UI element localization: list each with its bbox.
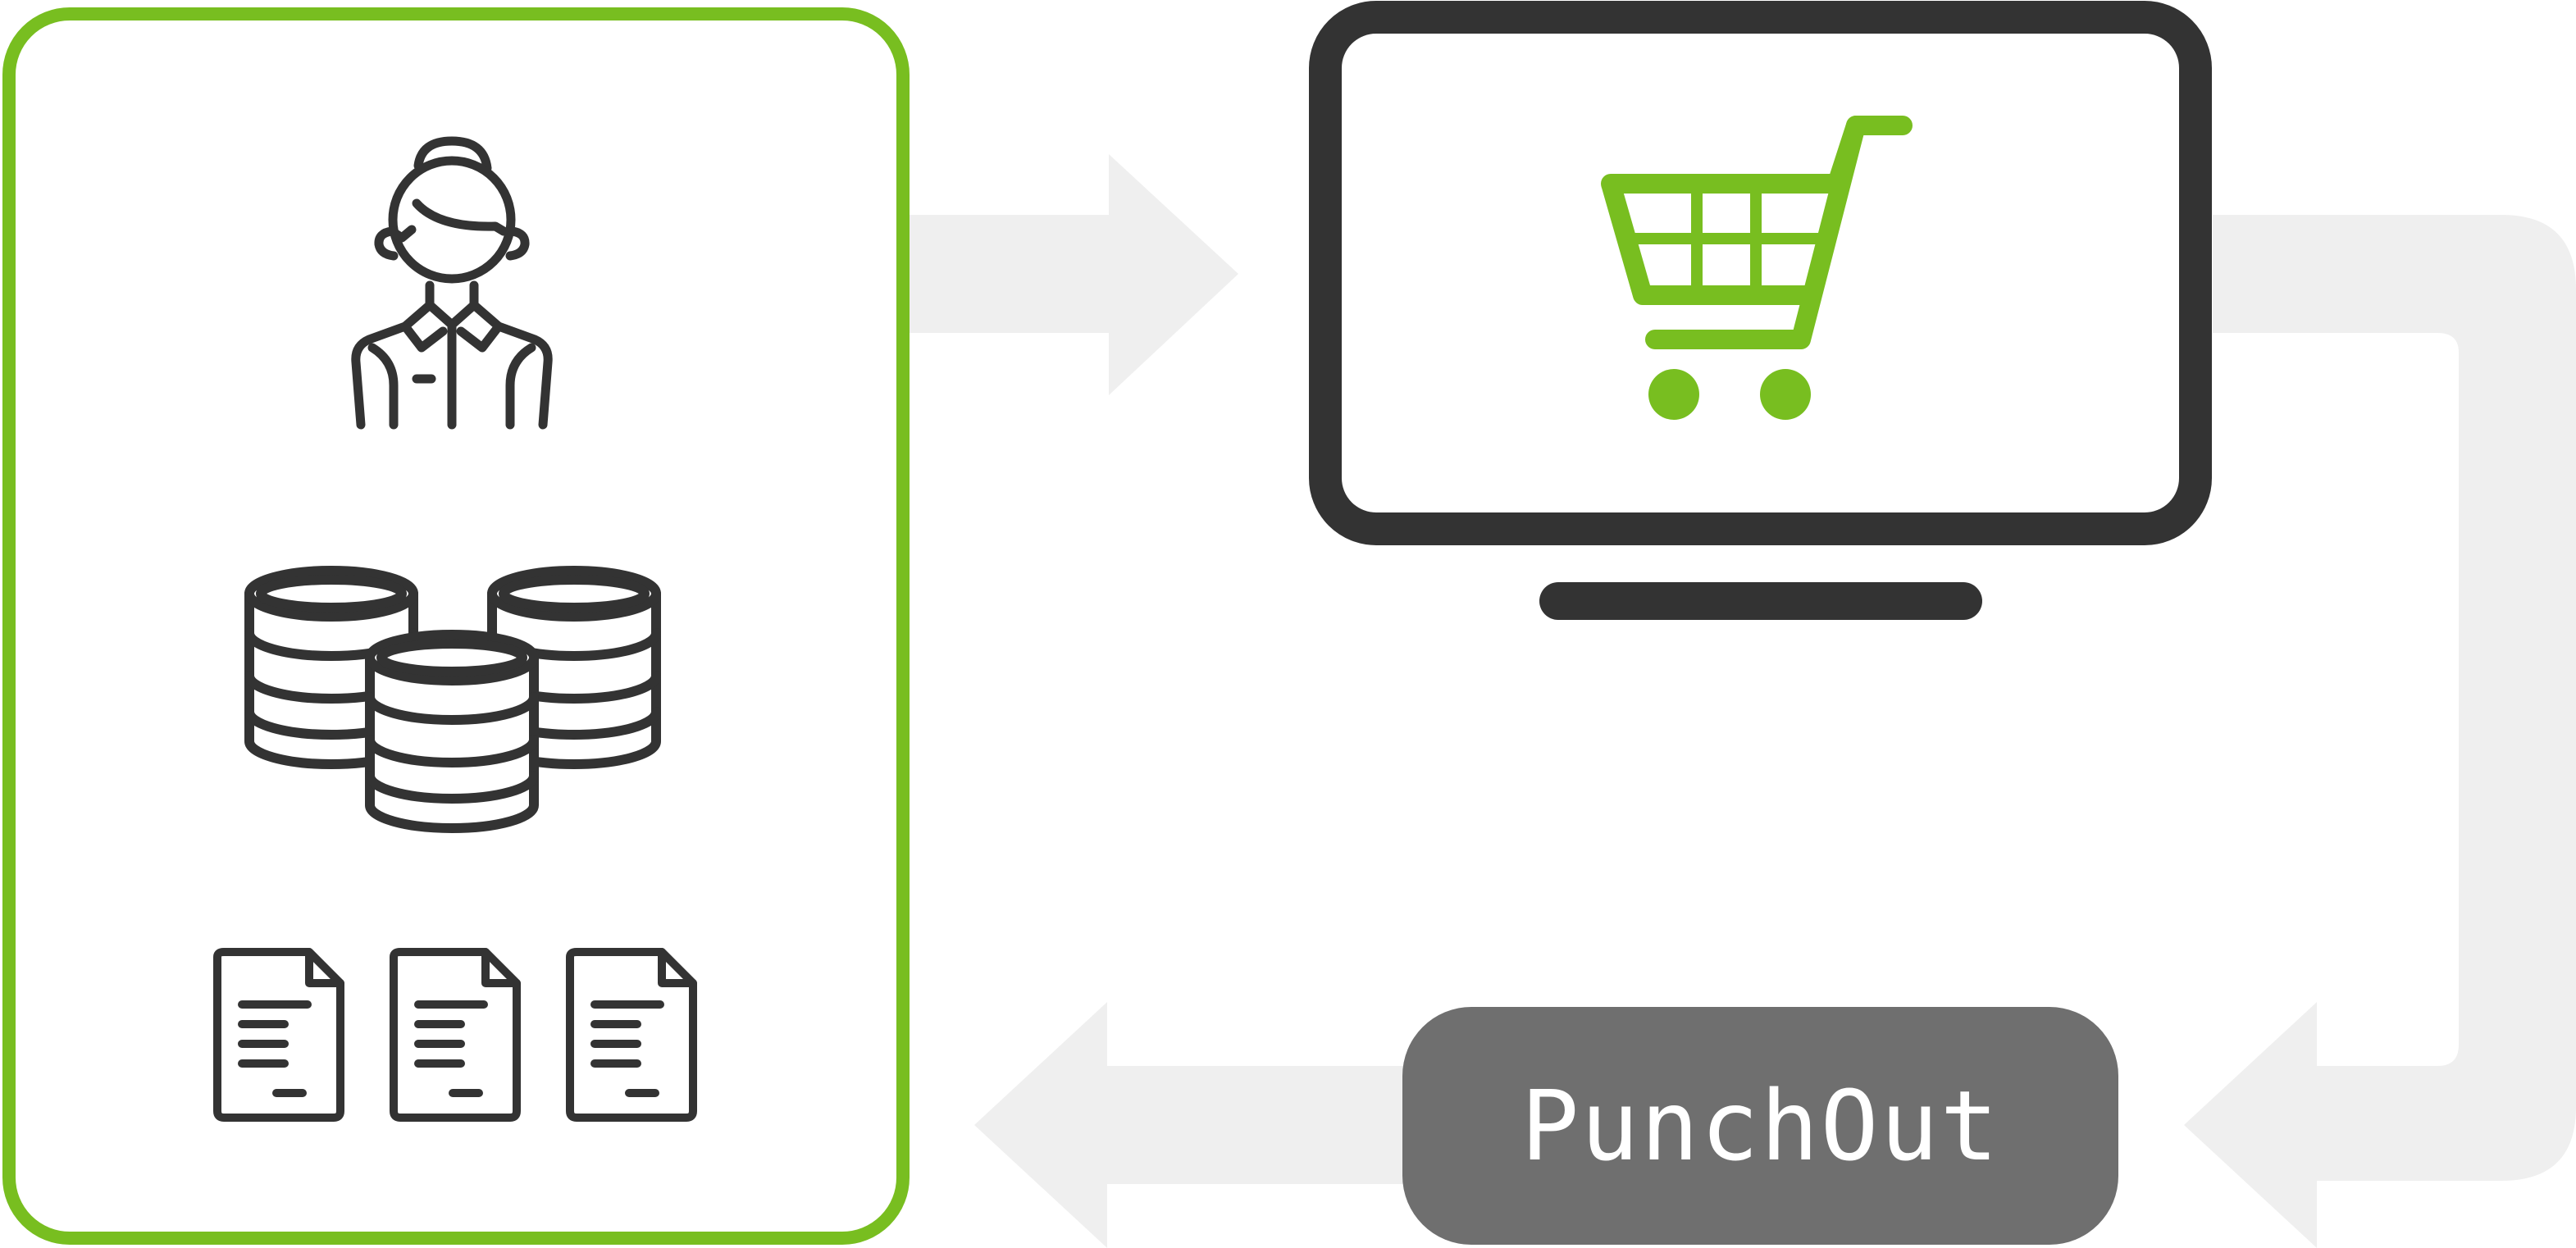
arrow-right-top [902, 154, 1238, 395]
arrow-return-path [2184, 215, 2576, 1248]
buyer-system-panel [2, 7, 910, 1245]
person-headset-icon [351, 136, 553, 430]
punchout-label: PunchOut [1521, 1069, 2000, 1182]
punchout-box: PunchOut [1402, 1007, 2118, 1245]
arrow-left-bottom [974, 1002, 1435, 1248]
shopping-cart-icon [1601, 116, 1913, 420]
flow-arrows [902, 154, 2576, 1248]
monitor-icon [1309, 1, 2212, 620]
